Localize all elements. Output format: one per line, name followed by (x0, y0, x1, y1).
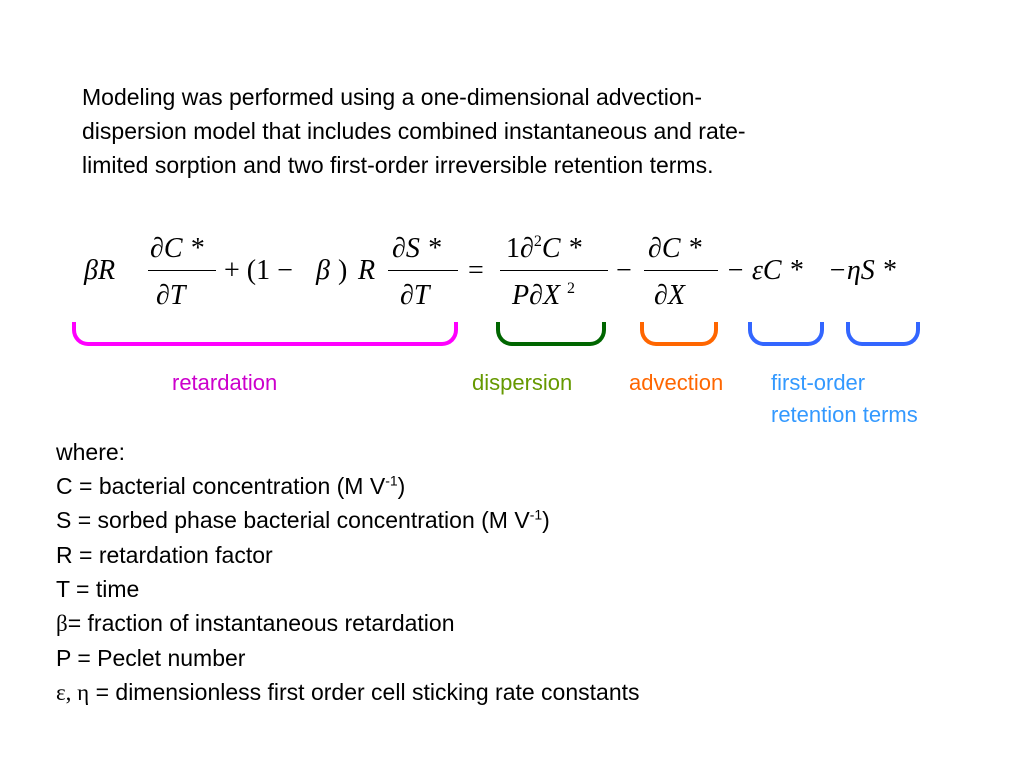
retardation-brace (72, 322, 458, 346)
fraction-bar-2 (388, 270, 458, 272)
advection-label: advection (629, 370, 724, 395)
definition-beta: β= fraction of instantaneous retardation (56, 610, 455, 637)
eq-denominator-dt-2: ∂T (400, 280, 430, 311)
eq-minus-1: − (616, 255, 632, 286)
advection-brace (640, 322, 718, 346)
definition-r: R = retardation factor (56, 541, 273, 568)
fraction-bar-3 (500, 270, 608, 272)
retention-label: first-order retention terms (771, 367, 918, 431)
where-heading: where: (56, 439, 126, 465)
intro-paragraph: Modeling was performed using a one-dimen… (82, 80, 942, 182)
fraction-bar-1 (148, 270, 216, 272)
intro-line-1: Modeling was performed using a one-dimen… (82, 84, 703, 110)
advection-dispersion-equation: βR ∂C * ∂T + (1 − β ) R ∂S * ∂T = 1∂2C *… (80, 222, 960, 322)
variable-definitions: where: C = bacterial concentration (M V-… (56, 435, 640, 711)
retention-brace-1 (748, 322, 824, 346)
intro-line-2: dispersion model that includes combined … (82, 118, 746, 144)
eq-minus-eta-s: −ηS * (828, 255, 896, 286)
dispersion-label: dispersion (472, 370, 573, 395)
intro-line-3: limited sorption and two first-order irr… (82, 152, 714, 178)
eq-denominator-dx: ∂X (654, 280, 685, 311)
fraction-bar-4 (644, 270, 718, 272)
definition-s: S = sorbed phase bacterial concentration… (56, 506, 550, 534)
eq-equals: = (468, 255, 484, 286)
dispersion-brace (496, 322, 606, 346)
retention-brace-2 (846, 322, 920, 346)
definition-c: C = bacterial concentration (M V-1) (56, 472, 406, 500)
retardation-label: retardation (172, 370, 278, 395)
eq-denominator-pdx2: P∂X 2 (512, 280, 576, 311)
eq-numerator-dc-star-1: ∂C * (150, 233, 204, 264)
eq-plus-one-minus: + (1 − (224, 255, 293, 286)
definition-t: T = time (56, 575, 140, 602)
retention-label-line-1: first-order (771, 370, 866, 395)
eq-close-paren: ) (338, 255, 348, 286)
eq-numerator-ds-star: ∂S * (392, 233, 441, 264)
definition-p: P = Peclet number (56, 645, 246, 672)
eq-beta-r: βR (84, 255, 116, 286)
eq-denominator-dt-1: ∂T (156, 280, 186, 311)
retention-label-line-2: retention terms (771, 402, 918, 427)
eq-beta: β (316, 255, 330, 286)
definition-eps-eta: ε, η = dimensionless first order cell st… (56, 679, 640, 706)
eq-numerator-d2c: 1∂2C * (506, 233, 582, 264)
eq-numerator-dc-star-2: ∂C * (648, 233, 702, 264)
eq-r: R (358, 255, 376, 286)
eq-minus-eps-c: − εC * (726, 255, 803, 286)
